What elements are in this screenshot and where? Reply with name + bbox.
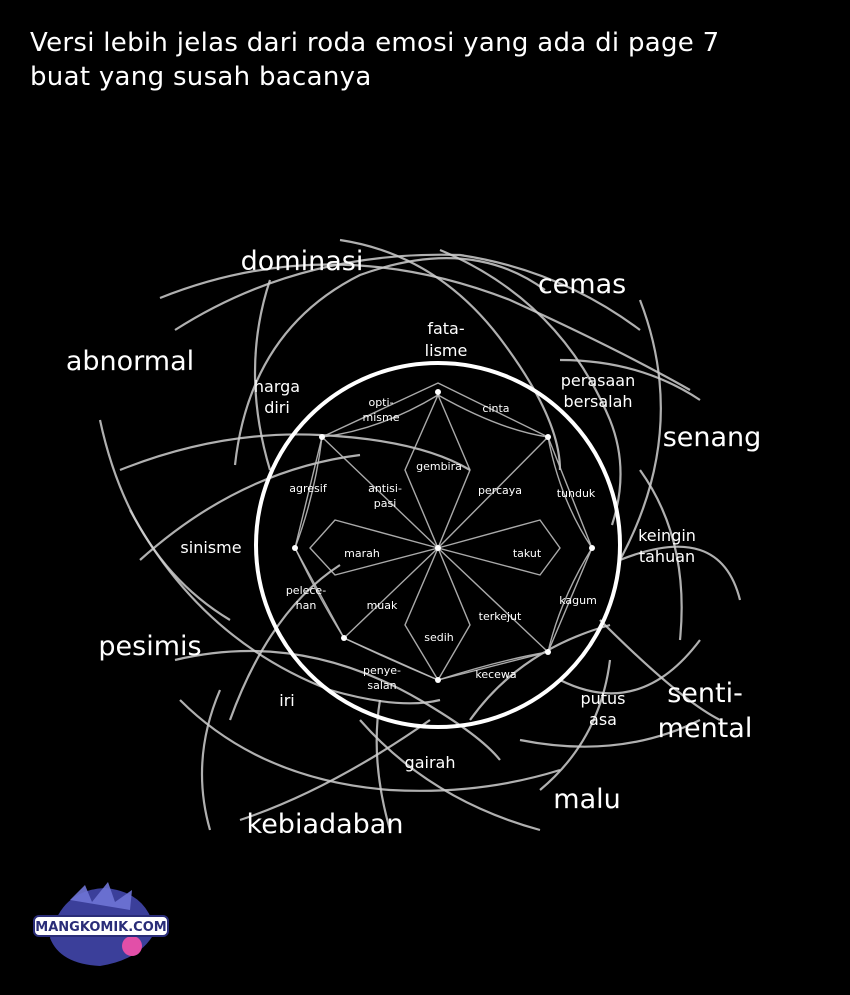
label-agresif: agresif [289,482,328,495]
label-percaya: percaya [478,484,522,497]
label-asa: asa [589,710,617,729]
label-muak: muak [367,599,398,612]
mangkomik-logo: MANGKOMIK.COM [33,882,169,966]
label-iri: iri [279,691,294,710]
caption-line-2: buat yang susah bacanya [30,62,372,92]
label-pelece: pelece- [286,584,326,597]
caption-line-1: Versi lebih jelas dari roda emosi yang a… [30,28,720,58]
label-gairah: gairah [405,753,456,772]
label-dominasi: dominasi [241,246,364,277]
label-han: han [296,599,317,612]
inner-web [292,382,595,683]
label-abnormal: abnormal [66,346,194,377]
label-sedih: sedih [424,631,454,644]
label-pasi: pasi [374,497,397,510]
label-marah: marah [344,547,380,560]
label-kagum: kagum [559,594,597,607]
label-fata: fata- [427,319,464,338]
label-takut: takut [513,547,542,560]
label-perasaan: perasaan [561,371,635,390]
label-pesimis: pesimis [98,631,201,662]
label-opti: opti- [368,396,393,409]
outer-arcs [98,238,742,832]
label-sinisme: sinisme [180,538,241,557]
label-senti: senti- [667,678,743,709]
label-kecewa: kecewa [475,668,516,681]
label-cinta: cinta [482,402,509,415]
label-tahuan: tahuan [639,547,695,566]
label-kebiadaban: kebiadaban [247,809,404,840]
label-salan: salan [367,679,396,692]
label-mental: mental [658,713,753,744]
label-lisme: lisme [425,341,468,360]
label-gembira: gembira [416,460,462,473]
label-antisi: antisi- [368,482,402,495]
label-malu: malu [553,784,620,815]
label-misme: misme [363,411,400,424]
label-senang: senang [663,422,762,453]
label-cemas: cemas [538,269,626,300]
label-tunduk: tunduk [557,487,596,500]
label-terkejut: terkejut [479,610,522,623]
label-diri: diri [264,398,290,417]
label-putus: putus [580,689,625,708]
logo-accent [122,936,142,956]
label-bersalah: bersalah [563,392,632,411]
label-harga: harga [254,377,300,396]
label-keingin: keingin [638,526,696,545]
logo-text: MANGKOMIK.COM [35,920,166,935]
caption: Versi lebih jelas dari roda emosi yang a… [30,26,820,94]
wheel-ring [254,361,622,729]
label-penye: penye- [363,664,401,677]
